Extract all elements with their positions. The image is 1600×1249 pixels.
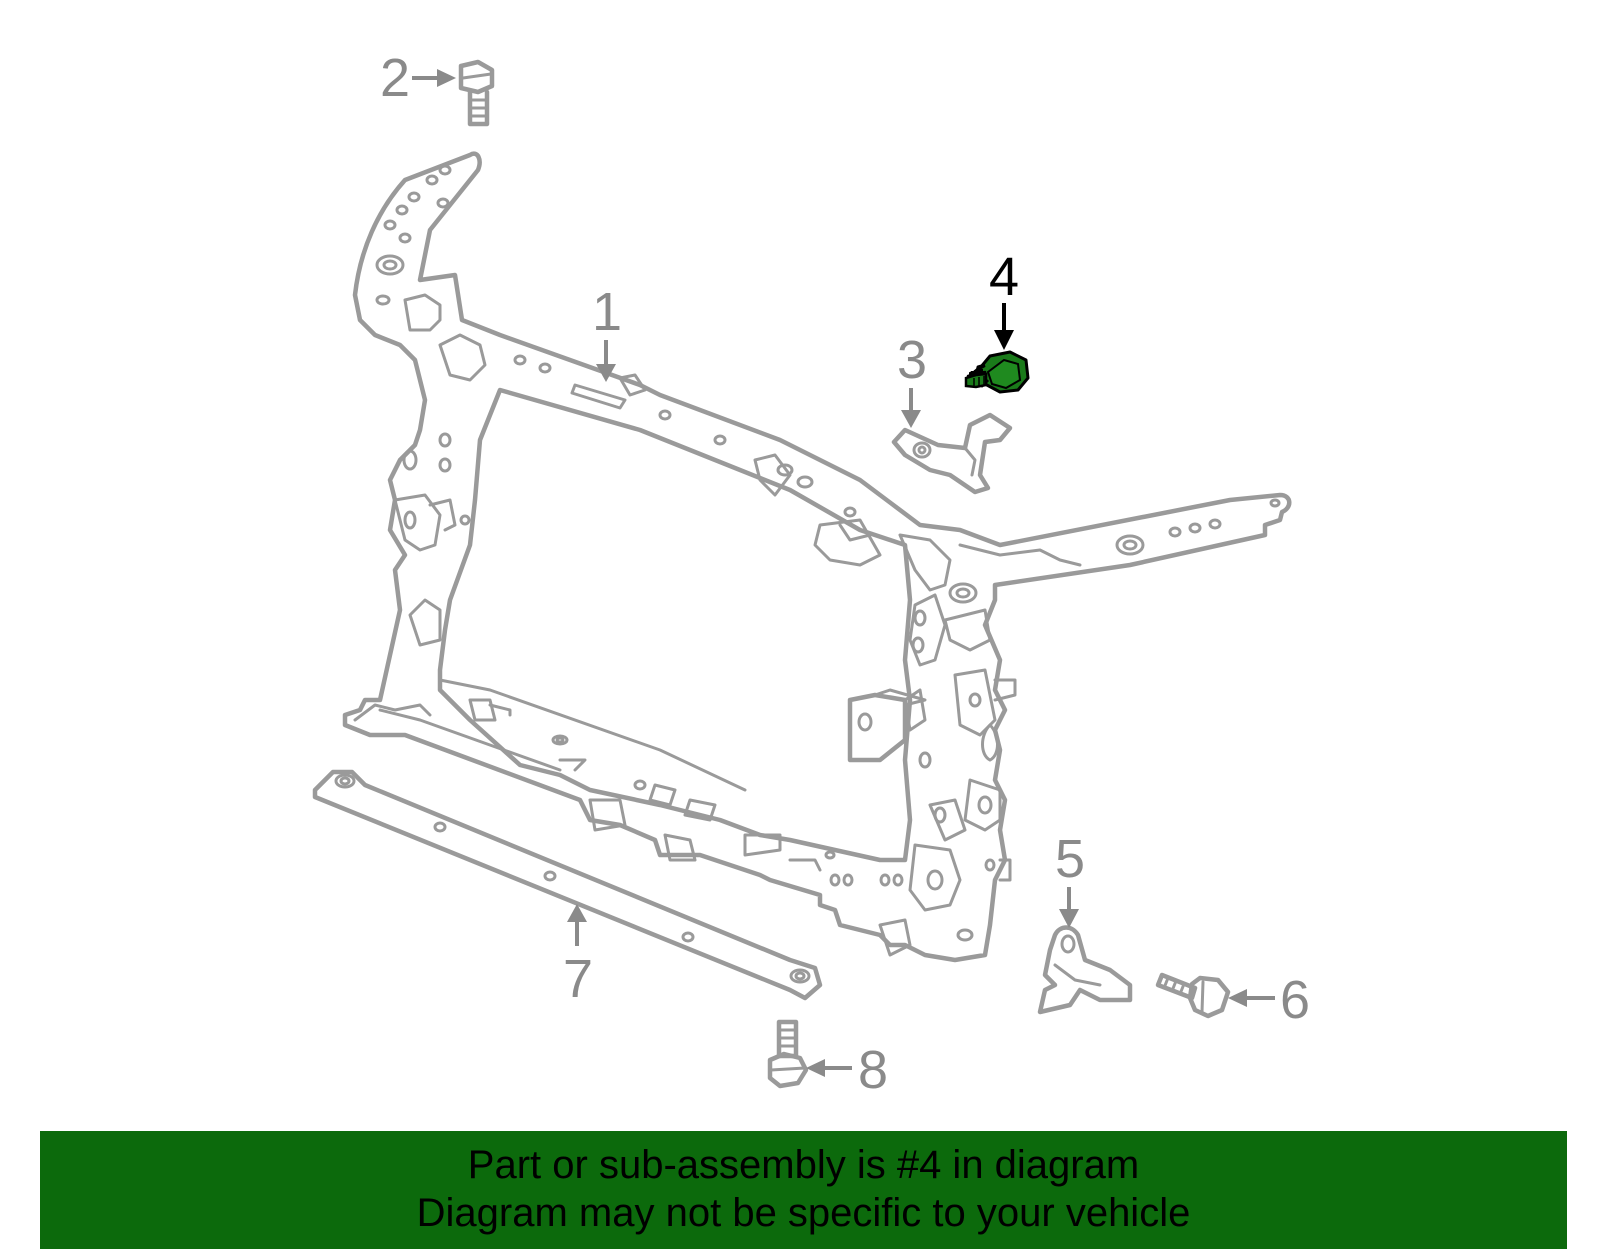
callout-3[interactable]: 3 (897, 330, 927, 428)
callout-label-5: 5 (1055, 829, 1085, 889)
callout-7[interactable]: 7 (563, 904, 593, 1009)
callout-label-2: 2 (380, 48, 410, 108)
part-6-bolt[interactable] (1155, 972, 1231, 1019)
callout-label-8: 8 (858, 1040, 888, 1100)
part-4-bolt-highlighted[interactable] (964, 350, 1030, 394)
callout-4[interactable]: 4 (989, 247, 1019, 350)
info-banner: Part or sub-assembly is #4 in diagram Di… (40, 1131, 1567, 1249)
callout-label-3: 3 (897, 330, 927, 390)
banner-line-disclaimer: Diagram may not be specific to your vehi… (416, 1191, 1191, 1235)
callout-label-1: 1 (592, 282, 622, 342)
arrowhead-8 (806, 1059, 825, 1077)
callout-2[interactable]: 2 (380, 48, 456, 108)
callout-8[interactable]: 8 (806, 1040, 888, 1100)
banner-line-part-number: Part or sub-assembly is #4 in diagram (467, 1143, 1140, 1187)
arrowhead-7 (567, 904, 587, 922)
part-3-bracket[interactable] (891, 412, 1013, 495)
part-5-bracket[interactable] (1037, 925, 1133, 1015)
callout-label-6: 6 (1280, 970, 1310, 1030)
part-2-bolt[interactable] (458, 59, 495, 127)
callout-1[interactable]: 1 (592, 282, 622, 382)
callout-5[interactable]: 5 (1055, 829, 1085, 928)
arrowhead-1 (596, 364, 616, 382)
arrowhead-2 (437, 69, 456, 87)
arrowhead-3 (901, 410, 921, 428)
part-8-bolt[interactable] (767, 1019, 809, 1089)
arrowhead-5 (1059, 909, 1079, 928)
arrowhead-4 (994, 330, 1014, 350)
part-1-radiator-support[interactable] (342, 151, 1292, 963)
callout-label-7: 7 (563, 949, 593, 1009)
part-7-lower-bar[interactable] (312, 769, 823, 1001)
callout-label-4: 4 (989, 247, 1019, 307)
callout-6[interactable]: 6 (1228, 970, 1310, 1030)
arrowhead-6 (1228, 989, 1247, 1007)
